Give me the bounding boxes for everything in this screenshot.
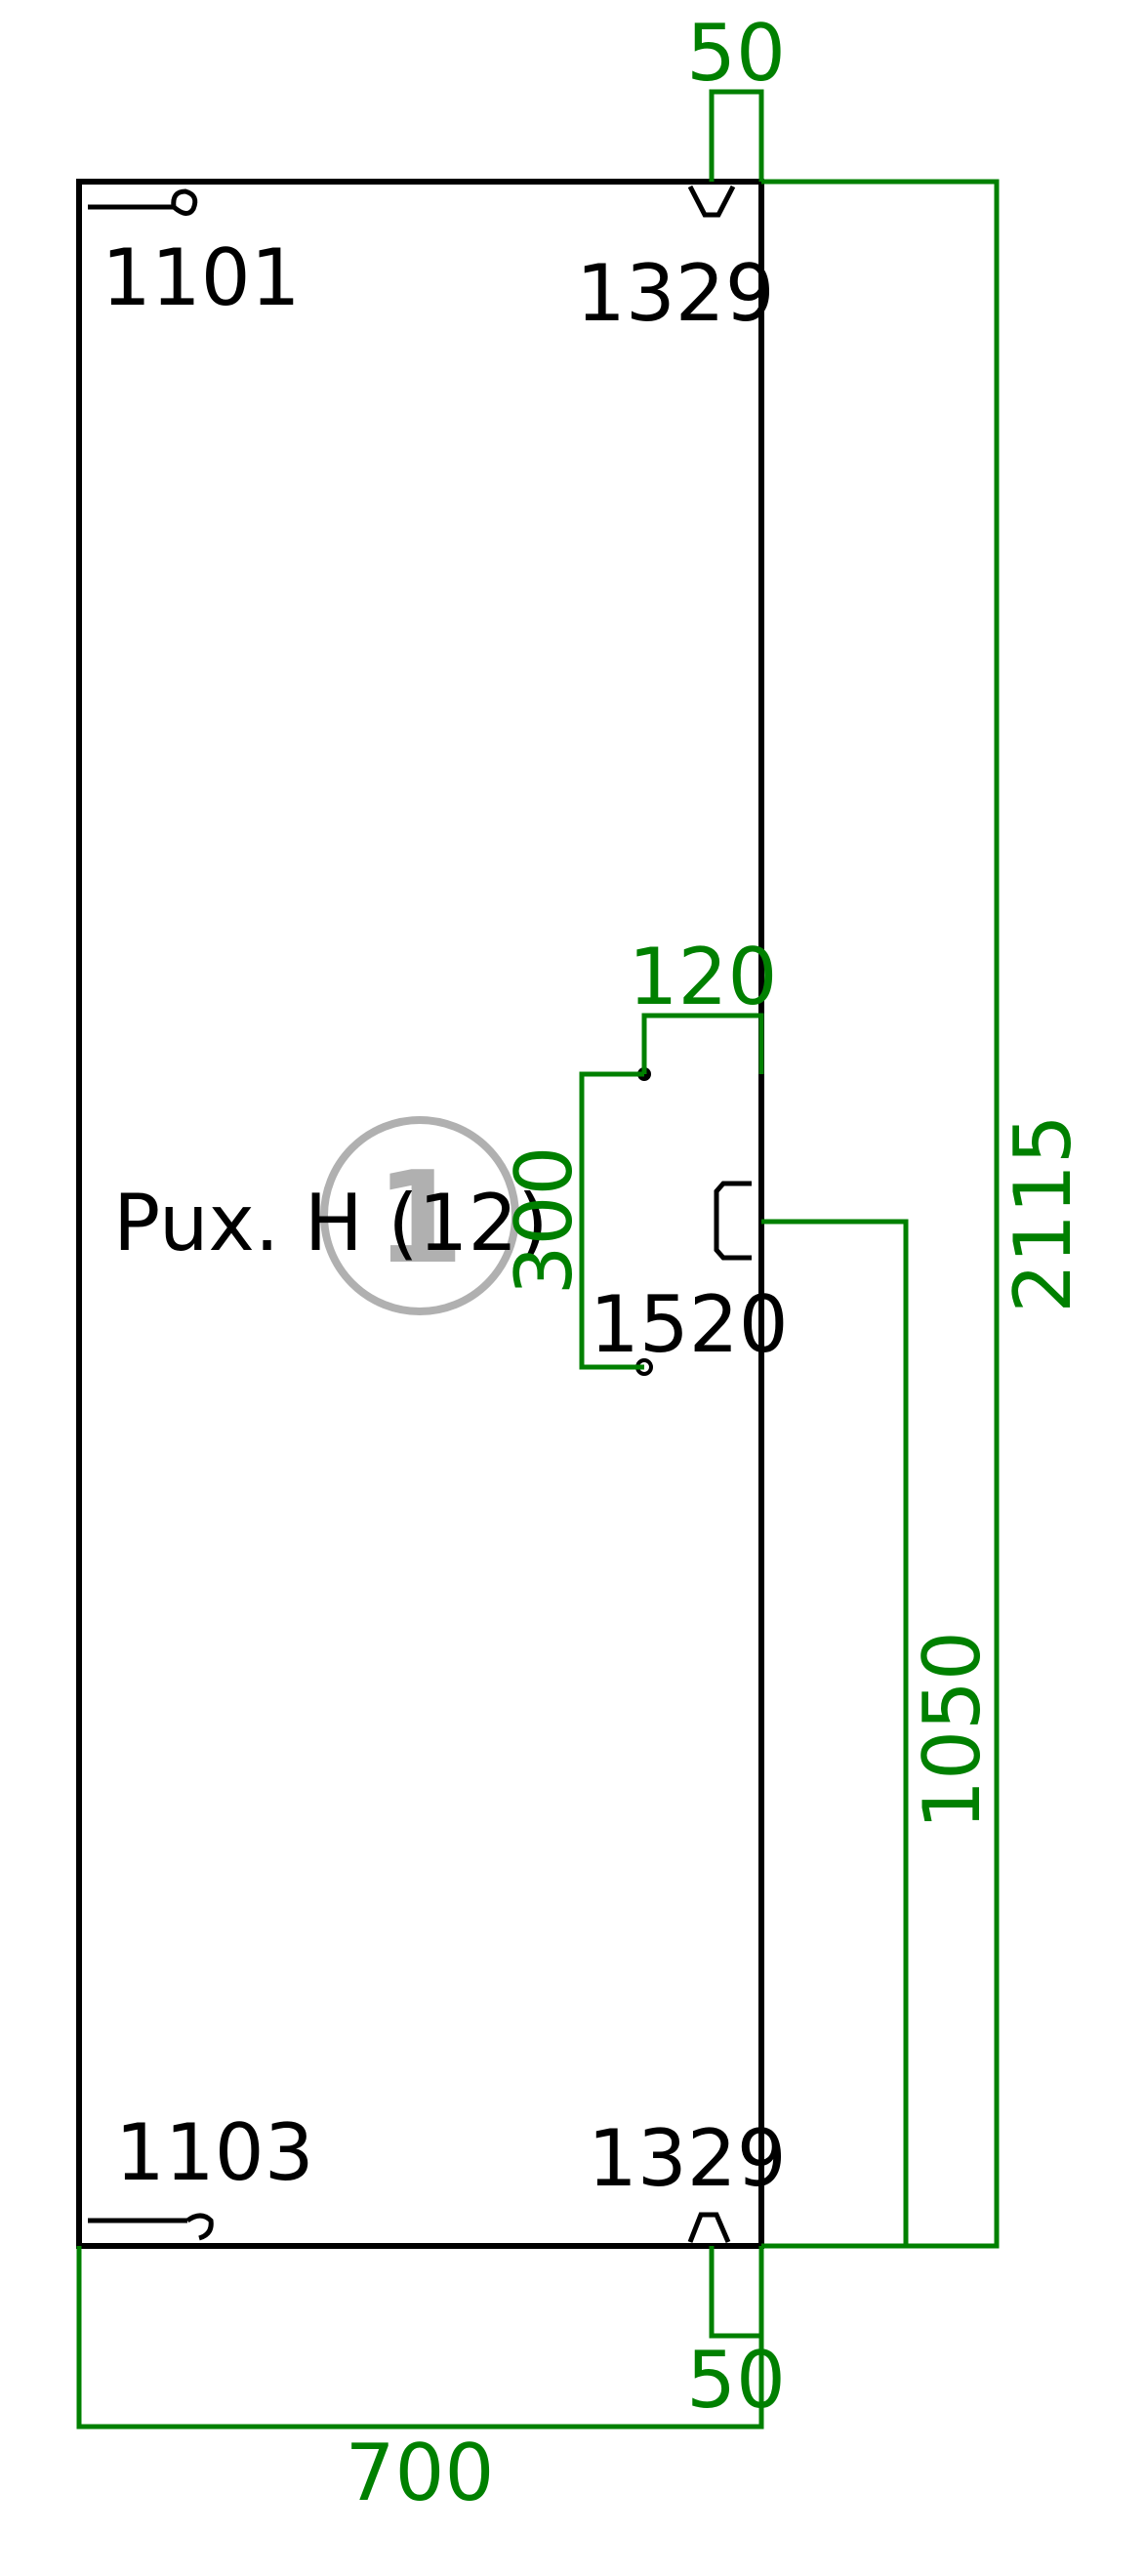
dim-width: 700	[346, 2428, 495, 2518]
label-bottom-left: 1103	[115, 2107, 314, 2198]
label-top-right: 1329	[576, 248, 775, 339]
label-middle: 1520	[590, 1279, 789, 1370]
panel-number-circle	[320, 1116, 519, 1315]
hinge-bottom-right-icon	[687, 2212, 731, 2243]
hinge-top-right-icon	[687, 185, 736, 218]
label-top-left: 1101	[102, 232, 301, 323]
dim-handle-height: 1050	[907, 1631, 998, 1830]
fitting-top-left-icon	[88, 188, 198, 216]
panel-number: 1	[376, 1143, 464, 1292]
label-bottom-right: 1329	[588, 2113, 787, 2204]
panel-outline	[76, 179, 764, 2249]
dim-handle-spacing: 300	[499, 1146, 590, 1296]
dimension-lines	[76, 89, 1000, 2430]
dim-top-offset: 50	[686, 8, 786, 99]
fitting-bottom-left-icon	[88, 2213, 214, 2241]
dim-bottom-offset: 50	[686, 2335, 786, 2426]
panel-name: Pux. H (12)	[113, 1178, 549, 1268]
dim-height: 2115	[998, 1114, 1088, 1313]
handle-bracket-icon	[714, 1181, 752, 1261]
dim-handle-depth: 120	[629, 932, 778, 1022]
